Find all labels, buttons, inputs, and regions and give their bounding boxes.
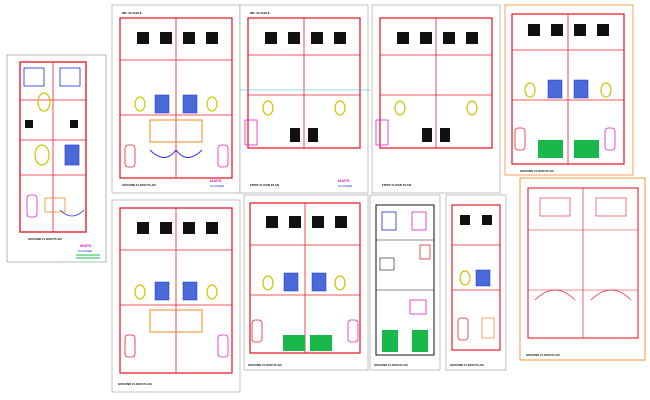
sheet-5-title: GROUND FLOOR PLAN [520, 169, 554, 173]
sheet-ground-floor-plan-2: MR. ALTABLE GROUND FLOOR PLAN MAPS PLANN… [111, 4, 241, 194]
logo-maps-2: MAPS [210, 178, 222, 183]
sheet-2-top-label: MR. ALTABLE [122, 11, 142, 15]
sheet-3-title: FIRST FLOOR PLAN [250, 183, 279, 187]
sheet-6-title: GROUND FLOOR PLAN [118, 382, 152, 386]
sheet-first-floor-plan-1: MR. ALTABLE FIRST FLOOR PLAN MAPS PLANNE… [239, 4, 370, 194]
sheet-ground-floor-plan-8: GROUND FLOOR PLAN [519, 177, 646, 361]
sheet-ground-floor-plan-7: GROUND FLOOR PLAN [445, 194, 507, 371]
sheet-10-title: GROUND FLOOR PLAN [526, 353, 560, 357]
sheet-9-title: GROUND FLOOR PLAN [450, 363, 484, 367]
sheet-4-title: FIRST FLOOR PLAN [382, 183, 411, 187]
sheet-7-title: GROUND FLOOR PLAN [248, 363, 282, 367]
sheet-ground-floor-plan-6: GROUND FLOOR PLAN [369, 194, 441, 371]
logo-planner-2: PLANNER [210, 184, 225, 188]
logo-planner-3: PLANNER [338, 184, 353, 188]
sheet-ground-floor-plan-1: GROUND FLOOR PLAN MAPS PLANNER [6, 54, 107, 263]
logo-planner-1: PLANNER [78, 249, 93, 253]
sheet-8-title: GROUND FLOOR PLAN [374, 363, 408, 367]
sheet-ground-floor-plan-4: GROUND FLOOR PLAN [111, 199, 241, 393]
sheet-first-floor-plan-2: FIRST FLOOR PLAN [371, 4, 501, 194]
sheet-ground-floor-plan-3: GROUND FLOOR PLAN [504, 4, 634, 176]
sheet-ground-floor-plan-5: GROUND FLOOR PLAN [243, 194, 369, 371]
sheet-1-title: GROUND FLOOR PLAN [28, 237, 62, 241]
sheet-3-top-label: MR. ALTABLE [250, 11, 270, 15]
logo-maps-3: MAPS [338, 178, 350, 183]
sheet-2-title: GROUND FLOOR PLAN [122, 183, 156, 187]
logo-maps-1: MAPS [80, 243, 92, 248]
